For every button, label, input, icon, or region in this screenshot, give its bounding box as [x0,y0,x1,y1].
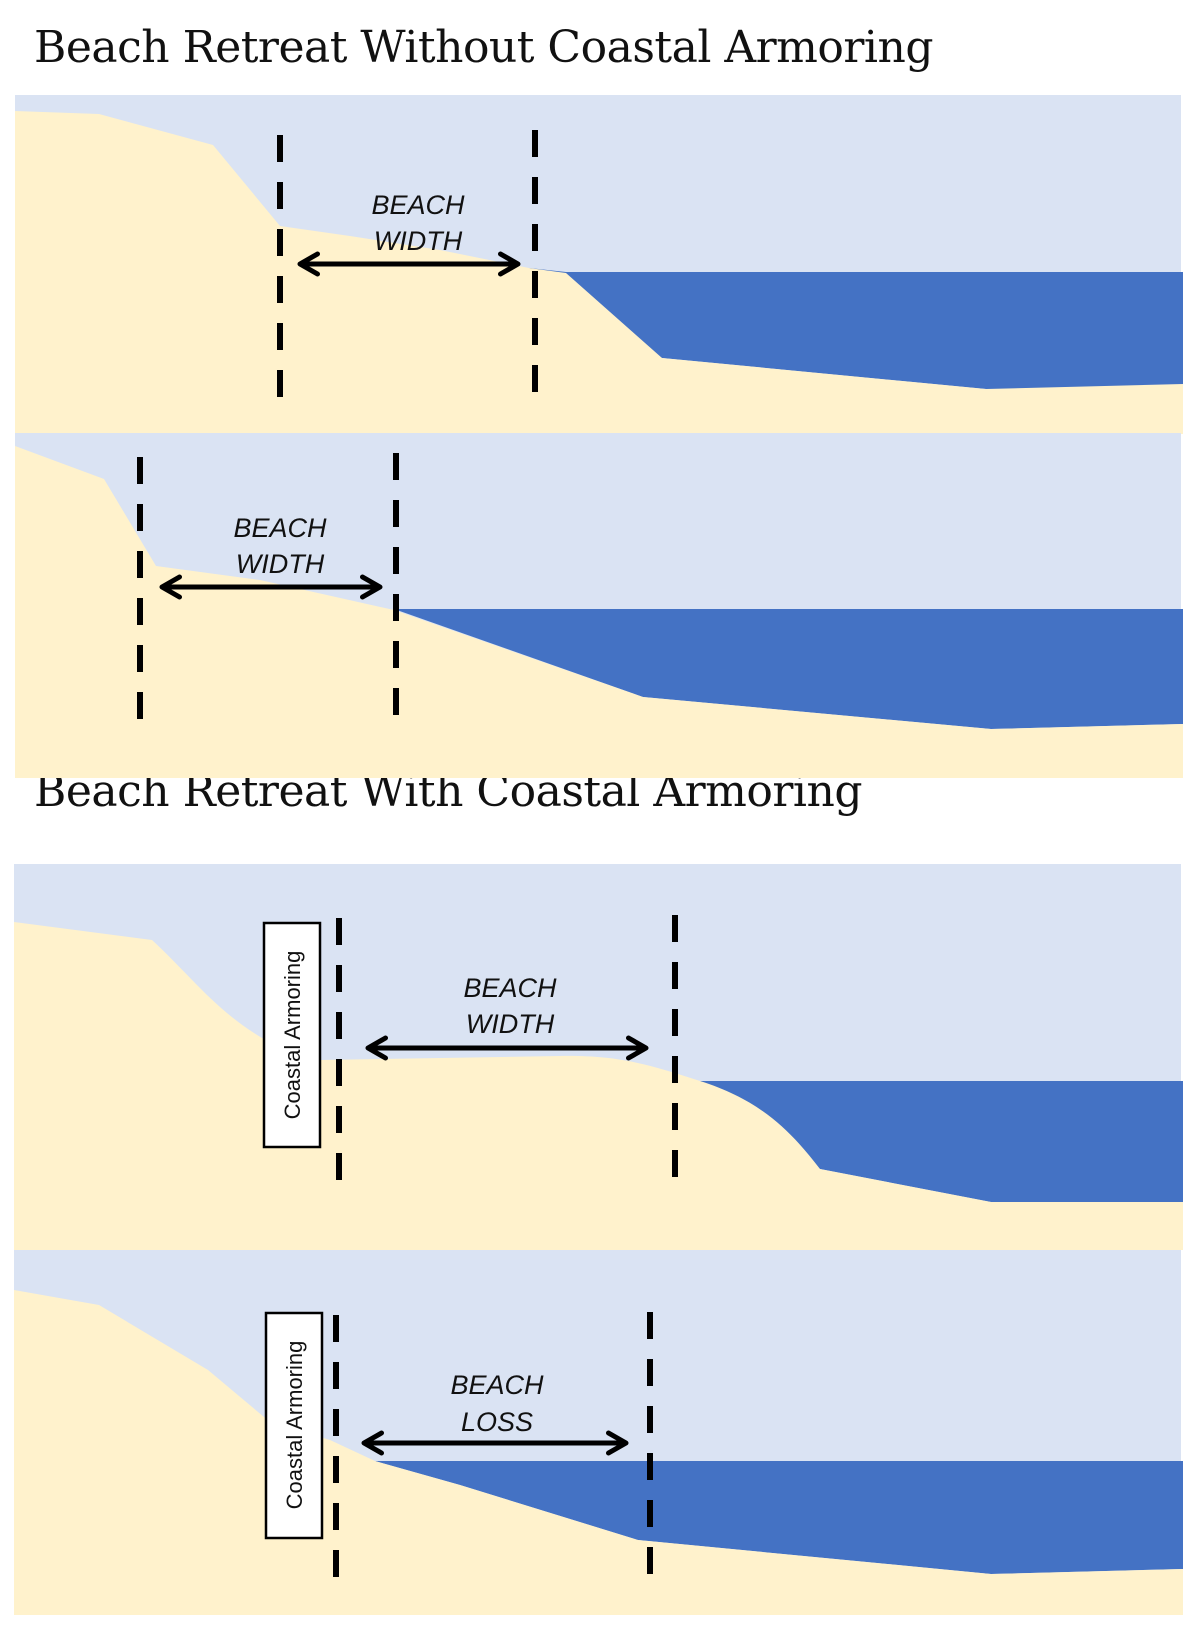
sand-area [15,446,1183,778]
beach-label: BEACH [371,190,465,220]
sand-area [15,111,1183,434]
coastal-armoring-wall: Coastal Armoring [262,921,322,1149]
loss-label: LOSS [461,1407,533,1437]
width-label: WIDTH [466,1009,555,1039]
water-area [394,609,1183,729]
panel-with-after: BEACH LOSS Coastal Armoring [14,1250,1183,1615]
coastal-armoring-label: Coastal Armoring [282,1341,307,1510]
width-label: WIDTH [374,226,463,256]
beach-label: BEACH [233,513,327,543]
water-area [375,1461,1183,1574]
coastal-armoring-label: Coastal Armoring [280,951,305,1120]
water-area [529,268,1183,389]
panel-without-after: BEACH WIDTH [15,433,1183,778]
title-without-armoring: Beach Retreat Without Coastal Armoring [34,22,934,73]
width-label: WIDTH [236,549,325,579]
sand-area [14,922,1183,1250]
water-area [700,1081,1183,1202]
beach-label: BEACH [450,1370,544,1400]
panel-without-before: BEACH WIDTH [15,95,1183,435]
beach-label: BEACH [463,973,557,1003]
coastal-armoring-wall: Coastal Armoring [264,1311,324,1540]
panel-with-before: BEACH WIDTH Coastal Armoring [14,864,1183,1250]
